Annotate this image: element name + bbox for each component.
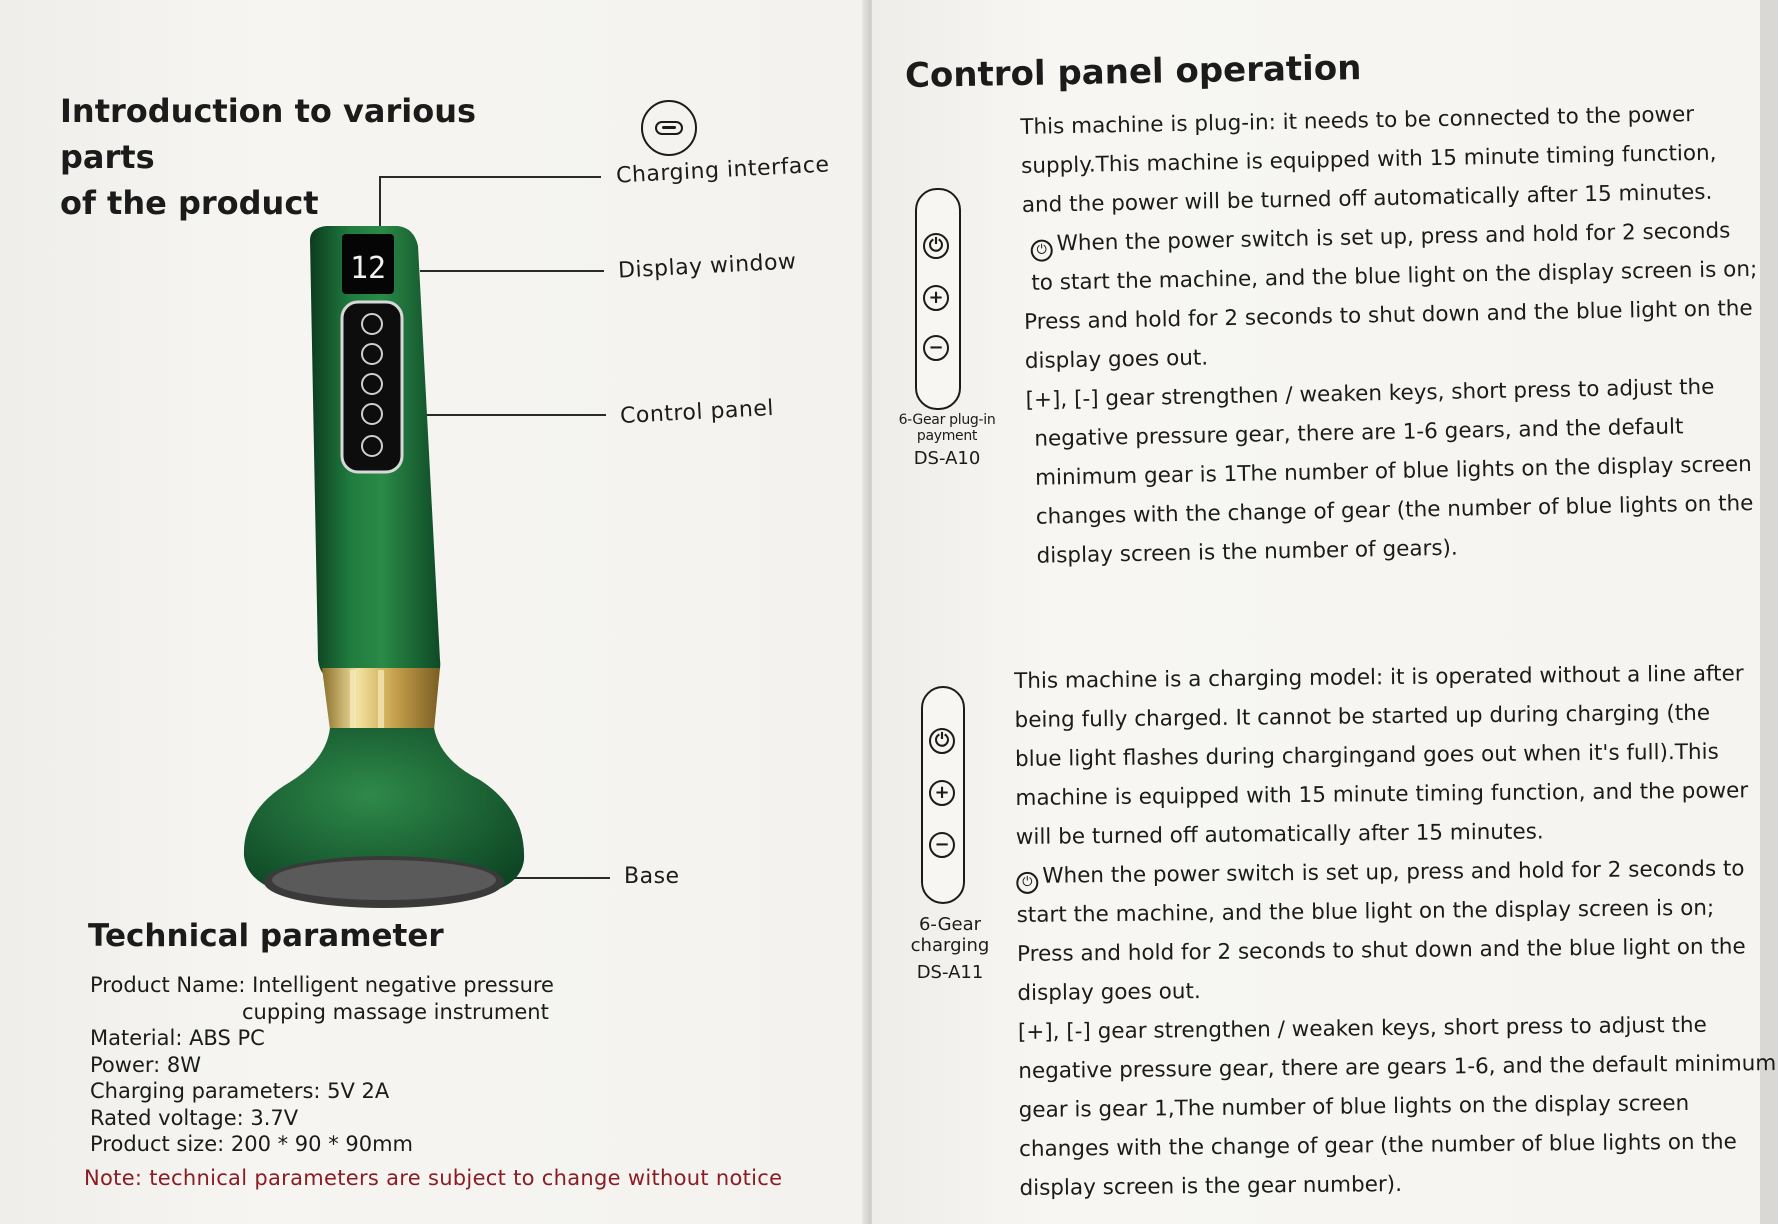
callout-charging-interface: Charging interface [615, 152, 831, 189]
charging-port-icon [641, 100, 697, 156]
callout-line-charging-vertical [379, 176, 381, 226]
callout-line-charging [379, 176, 601, 178]
tech-note: Note: technical parameters are subject t… [84, 1166, 783, 1190]
spec-charging: Charging parameters: 5V 2A [90, 1079, 390, 1103]
model-a-label: 6-Gear plug-in payment DS-A10 [898, 412, 996, 469]
callout-control-panel: Control panel [619, 395, 775, 430]
right-page: Control panel operation ⏻ + − 6-Gear plu… [872, 0, 1777, 1224]
intro-title: Introduction to various parts of the pro… [60, 92, 477, 222]
spec-voltage: Rated voltage: 3.7V [90, 1105, 299, 1130]
product-illustration: 12 [243, 226, 525, 908]
callout-display-window: Display window [617, 249, 798, 284]
model-a-text: This machine is plug-in: it needs to be … [1020, 102, 1758, 569]
spec-power: Power: 8W [90, 1052, 201, 1077]
left-page: Introduction to various parts of the pro… [0, 0, 868, 1224]
spec-size: Product size: 200 * 90 * 90mm [90, 1132, 414, 1156]
callout-line-control [408, 414, 606, 416]
minus-icon: − [929, 832, 955, 858]
plus-icon: + [929, 780, 955, 806]
plus-icon: + [923, 285, 949, 311]
control-pill-a: ⏻ + − [915, 188, 961, 410]
callout-base: Base [624, 864, 680, 889]
spec-name: Product Name: Intelligent negative press… [90, 973, 554, 997]
display-digits: 12 [350, 251, 386, 286]
spec-name-cont: cupping massage instrument [242, 999, 549, 1024]
control-title: Control panel operation [904, 48, 1362, 96]
control-pill-b: ⏻ + − [921, 686, 965, 904]
callout-line-base [490, 877, 610, 879]
model-b-label: 6-Gear charging DS-A11 [910, 914, 990, 983]
power-icon: ⏻ [1030, 239, 1053, 262]
callout-line-display [420, 270, 604, 272]
power-icon: ⏻ [929, 728, 955, 754]
model-b-text: This machine is a charging model: it is … [1014, 661, 1777, 1201]
tech-title: Technical parameter [88, 918, 444, 954]
power-icon: ⏻ [1016, 871, 1039, 894]
spec-list: Product Name: Intelligent negative press… [90, 972, 610, 1158]
spec-material: Material: ABS PC [90, 1026, 265, 1050]
minus-icon: − [923, 335, 949, 361]
power-icon: ⏻ [923, 233, 949, 259]
